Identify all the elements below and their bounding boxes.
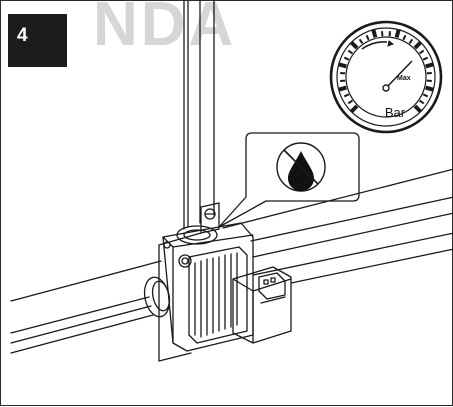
- wall-edge-line: [223, 169, 453, 228]
- gauge-tick: [339, 64, 347, 66]
- connector-plug: [259, 273, 285, 299]
- right-pipe-line: [253, 213, 453, 257]
- connector-pin: [264, 280, 268, 284]
- left-pipe-line: [11, 306, 151, 343]
- gauge-tick: [373, 30, 375, 38]
- gauge-max-label: Max: [397, 75, 411, 82]
- pipe-entry-gland: [177, 226, 217, 244]
- box-ribbing: [189, 247, 247, 343]
- right-pipe-line: [251, 197, 453, 241]
- left-pipe-line: [11, 315, 153, 353]
- right-pipe-line: [291, 249, 453, 283]
- connector-pin: [271, 278, 275, 282]
- gauge-unit-label: Bar: [373, 105, 417, 120]
- gauge-tick: [397, 30, 399, 38]
- junction-box-lid: [163, 235, 253, 247]
- wall-edge-line: [11, 261, 161, 301]
- gauge-tick: [426, 88, 434, 90]
- oil-drop-prohibited-icon: [277, 143, 325, 191]
- step-number-badge: 4: [8, 14, 67, 67]
- left-pipe-line: [11, 297, 149, 333]
- right-pipe-line: [253, 233, 453, 275]
- wall-edge-line: [159, 353, 191, 361]
- gauge-tick: [426, 64, 434, 66]
- gauge-tick: [339, 88, 347, 90]
